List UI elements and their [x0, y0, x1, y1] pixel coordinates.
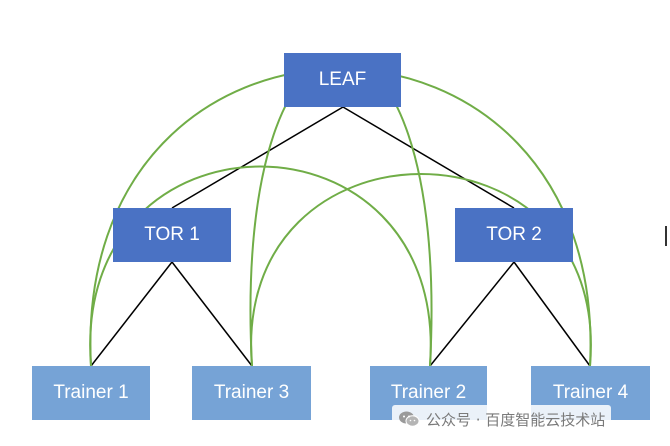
tor-switch-1-label: TOR 1: [144, 224, 200, 245]
leaf-switch: LEAF: [284, 53, 401, 107]
edge-divider: [665, 226, 667, 246]
link-tor2-trainer2: [429, 261, 515, 367]
arc-trainer3-trainer4: [250, 173, 592, 367]
leaf-switch-label: LEAF: [318, 69, 367, 90]
watermark-text: 公众号 · 百度智能云技术站: [426, 410, 606, 429]
trainer-2-label: Trainer 2: [390, 382, 467, 403]
trainer-3-label: Trainer 3: [213, 382, 290, 403]
trainer-1-label: Trainer 1: [53, 382, 129, 403]
link-leaf-tor1: [171, 106, 344, 209]
link-tor2-trainer4: [513, 261, 591, 367]
watermark: 公众号 · 百度智能云技术站: [392, 405, 612, 433]
link-tor1-trainer1: [90, 261, 173, 367]
trainer-4-label: Trainer 4: [552, 382, 629, 403]
trainer-3-node: Trainer 3: [192, 366, 311, 420]
wechat-icon: [399, 411, 420, 427]
trainer-1-node: Trainer 1: [32, 366, 150, 420]
tor-switch-2: TOR 2: [455, 208, 573, 262]
tree-links: [90, 106, 591, 367]
tor-switch-1: TOR 1: [113, 208, 231, 262]
link-leaf-tor2: [342, 106, 515, 209]
arc-trainer1-trainer2: [89, 165, 432, 367]
tor-switch-2-label: TOR 2: [486, 224, 542, 245]
link-tor1-trainer3: [171, 261, 253, 367]
